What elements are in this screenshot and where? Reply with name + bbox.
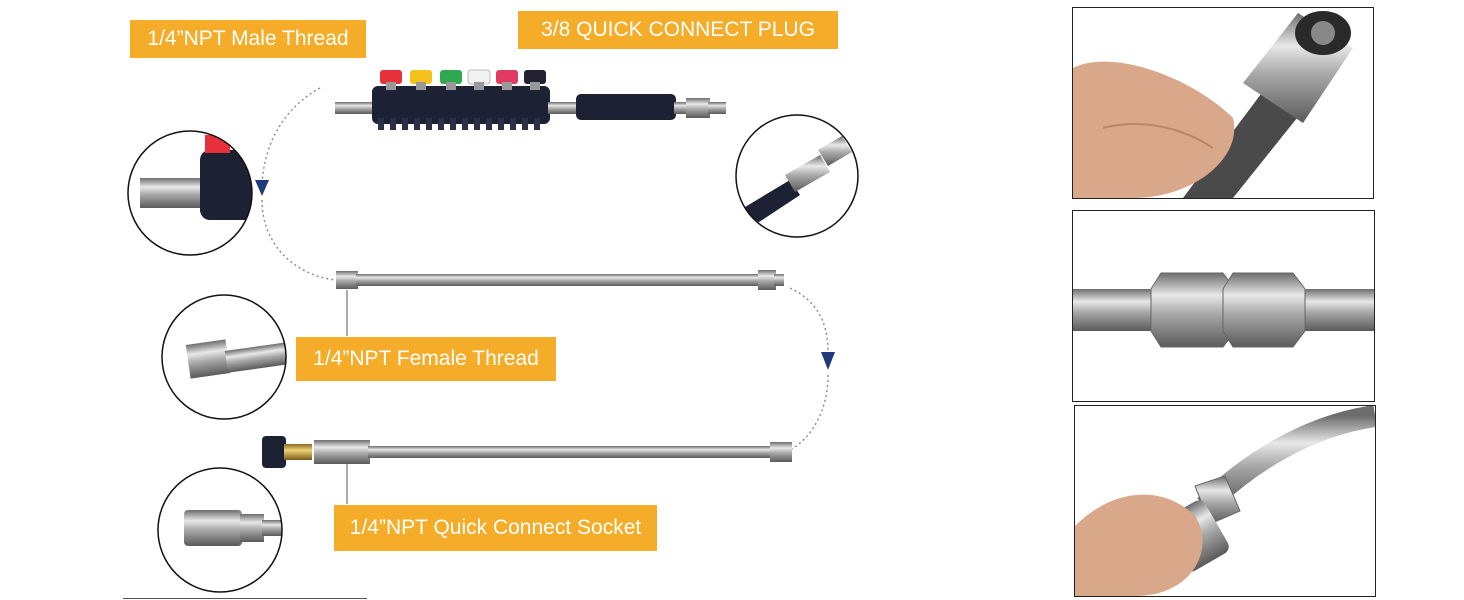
photo-hand-holding-socket	[1072, 7, 1374, 199]
extension-rod-bottom	[262, 436, 792, 468]
nozzle-tips	[380, 69, 546, 90]
zoom-quick-plug	[735, 114, 859, 238]
connector-curve-bottom	[789, 374, 829, 451]
extension-rod-middle	[336, 270, 784, 290]
label-male-thread: 1/4”NPT Male Thread	[130, 20, 366, 58]
photo-rod-coupling	[1072, 210, 1375, 402]
label-quick-connect-plug: 3/8 QUICK CONNECT PLUG	[518, 11, 838, 49]
arrow-down-icon	[255, 180, 269, 196]
arrow-down-icon	[821, 352, 835, 370]
connector-curve-right	[789, 287, 829, 353]
bottom-divider	[123, 598, 367, 599]
photo-hand-bending-rod	[1074, 405, 1376, 597]
zoom-quick-socket	[157, 467, 283, 593]
connector-curve-mid	[261, 199, 336, 281]
zoom-female-thread	[161, 294, 287, 420]
nozzle-holder-wand	[335, 86, 726, 130]
product-illustration	[127, 69, 859, 593]
label-female-thread: 1/4”NPT Female Thread	[296, 337, 556, 381]
connector-curve-top	[261, 87, 321, 191]
label-quick-connect-socket: 1/4”NPT Quick Connect Socket	[334, 505, 657, 551]
zoom-male-thread	[127, 130, 253, 256]
